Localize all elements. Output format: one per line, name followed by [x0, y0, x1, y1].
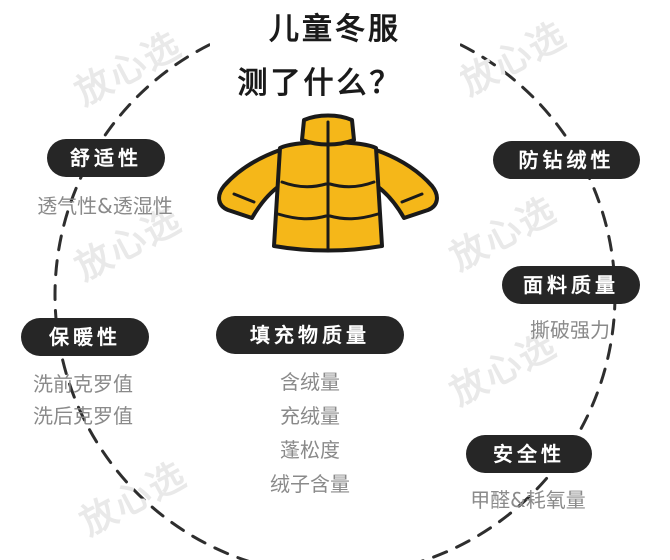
comfort-item: 透气性&透湿性: [37, 194, 173, 218]
category-pill-safety: 安全性: [466, 435, 592, 473]
category-pill-fabric-quality: 面料质量: [502, 266, 640, 304]
page-title-line-2: 测了什么？: [237, 66, 403, 101]
down-jacket-icon: [217, 113, 439, 253]
filling-item: 绒子含量: [270, 472, 350, 496]
filling-item: 含绒量: [280, 370, 340, 394]
page-title-line-1: 儿童冬服: [269, 12, 401, 47]
title-backdrop: [210, 2, 460, 102]
category-pill-warmth: 保暖性: [21, 318, 149, 356]
category-pill-down-proof: 防钻绒性: [493, 141, 640, 179]
filling-item: 蓬松度: [280, 438, 340, 462]
fabric-quality-item: 撕破强力: [530, 318, 610, 342]
safety-item: 甲醛&耗氧量: [470, 488, 586, 512]
filling-item: 充绒量: [280, 404, 340, 428]
category-pill-comfort: 舒适性: [47, 139, 165, 177]
warmth-item: 洗前克罗值: [33, 372, 133, 396]
warmth-item: 洗后克罗值: [33, 404, 133, 428]
category-pill-filling: 填充物质量: [216, 316, 404, 354]
